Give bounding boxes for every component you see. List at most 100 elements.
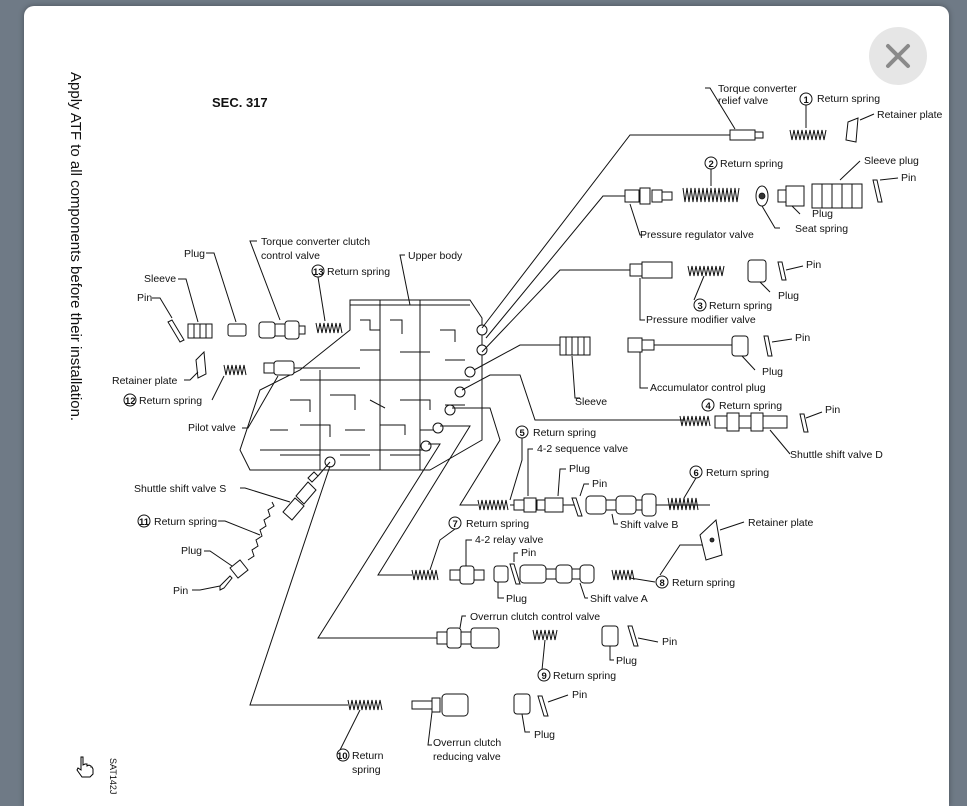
- return-spring-2-part: [682, 187, 740, 203]
- pressure-modifier-valve-label: Pressure modifier valve: [646, 314, 756, 326]
- seat-spring-part: [755, 185, 769, 207]
- return-spring-7-part: [411, 569, 439, 581]
- sleeve-left-label: Sleeve: [144, 273, 176, 285]
- return-spring-10-label: spring: [352, 764, 381, 776]
- return-spring-1-label: Return spring: [817, 93, 880, 105]
- return-spring-9-part: [532, 629, 558, 641]
- retainer-plate-left-part: [195, 350, 207, 379]
- torque-converter-clutch-control-valve-label: Torque converter clutch: [261, 236, 370, 248]
- retainer-plate-left-label: Retainer plate: [112, 375, 178, 387]
- return-spring-13-part: [315, 322, 343, 334]
- return-spring-3-label: Return spring: [709, 300, 772, 312]
- pin-occ-part: [627, 625, 639, 647]
- pin-occ-label: Pin: [662, 636, 677, 648]
- return-spring-12-label: Return spring: [139, 395, 202, 407]
- torque-converter-clutch-control-valve-label: control valve: [261, 250, 320, 262]
- pin-pmv-label: Pin: [806, 259, 821, 271]
- return-spring-3-part: [687, 265, 725, 277]
- plug-pmv-label: Plug: [778, 290, 799, 302]
- shuttle-shift-valve-s-part: [282, 471, 319, 521]
- plug-bottom-left-label: Plug: [181, 545, 202, 557]
- return-spring-6-label: Return spring: [706, 467, 769, 479]
- return-spring-11-part: [247, 501, 275, 561]
- return-spring-10-label: Return: [352, 750, 384, 762]
- pressure-modifier-valve-part: [629, 261, 673, 279]
- plug-top-part: [777, 185, 805, 207]
- sleeve-mid-part: [559, 336, 591, 356]
- shuttle-shift-valve-s-label: Shuttle shift valve S: [134, 483, 226, 495]
- pin-ocr-label: Pin: [572, 689, 587, 701]
- return-spring-5-label: Return spring: [533, 427, 596, 439]
- callout-number-10: 10: [337, 751, 348, 762]
- pin-bottom-left-part: [219, 575, 233, 591]
- callout-number-5: 5: [520, 428, 526, 439]
- four-two-relay-valve-label: 4-2 relay valve: [475, 534, 543, 546]
- callout-number-7: 7: [453, 519, 458, 530]
- overrun-clutch-reducing-valve-part: [411, 693, 469, 717]
- overrun-clutch-reducing-valve-label: reducing valve: [433, 751, 501, 763]
- close-button[interactable]: [869, 27, 927, 85]
- plug-acp-part: [731, 335, 749, 357]
- pin-seq-label: Pin: [592, 478, 607, 490]
- return-spring-10-part: [347, 699, 383, 711]
- pressure-regulator-valve-label: Pressure regulator valve: [640, 229, 754, 241]
- torque-converter-clutch-control-valve-part: [258, 320, 306, 340]
- return-spring-11-label: Return spring: [154, 516, 217, 528]
- pin-ssd-part: [799, 413, 809, 433]
- torque-converter-relief-valve-label: relief valve: [718, 95, 768, 107]
- plug-ocr-part: [513, 693, 531, 715]
- callout-number-8: 8: [660, 578, 665, 589]
- callout-number-1: 1: [804, 95, 810, 106]
- pin-seq-part: [571, 497, 583, 517]
- pin-bottom-left-label: Pin: [173, 585, 188, 597]
- plug-bottom-left-part: [229, 559, 249, 579]
- four-two-relay-valve-part: [449, 565, 485, 585]
- pin-relay-part: [509, 563, 521, 585]
- shuttle-shift-valve-d-label: Shuttle shift valve D: [790, 449, 883, 461]
- plug-seq-label: Plug: [569, 463, 590, 475]
- figure-code: SAT142J: [108, 758, 118, 795]
- retainer-plate-top-part: [845, 117, 859, 143]
- return-spring-2-label: Return spring: [720, 158, 783, 170]
- return-spring-12-part: [223, 364, 247, 376]
- retainer-plate-top-label: Retainer plate: [877, 109, 943, 121]
- seat-spring-label: Seat spring: [795, 223, 848, 235]
- return-spring-9-label: Return spring: [553, 670, 616, 682]
- callout-number-2: 2: [709, 159, 714, 170]
- callout-number-13: 13: [313, 267, 324, 278]
- plug-occ-part: [601, 625, 619, 647]
- return-spring-8-label: Return spring: [672, 577, 735, 589]
- pin-acp-label: Pin: [795, 332, 810, 344]
- return-spring-5-part: [477, 499, 509, 511]
- retainer-plate-mid-label: Retainer plate: [748, 517, 814, 529]
- valve-body-exploded-diagram: SEC. 317 Torque converter relief valve: [112, 83, 943, 776]
- pilot-valve-label: Pilot valve: [188, 422, 236, 434]
- callout-number-9: 9: [542, 671, 547, 682]
- return-spring-13-label: Return spring: [327, 266, 390, 278]
- plug-left-part: [227, 323, 247, 337]
- return-spring-4-part: [679, 415, 711, 427]
- shift-valve-a-label: Shift valve A: [590, 593, 648, 605]
- callout-number-6: 6: [694, 468, 699, 479]
- callout-number-11: 11: [139, 517, 150, 528]
- sleeve-left-part: [187, 323, 213, 339]
- shift-valve-b-label: Shift valve B: [620, 519, 678, 531]
- return-spring-1-part: [789, 129, 827, 141]
- upper-body-label: Upper body: [408, 250, 463, 262]
- pilot-valve-part: [263, 360, 295, 376]
- image-lightbox: Apply ATF to all components before their…: [24, 6, 949, 806]
- return-spring-6-part: [667, 497, 699, 511]
- return-spring-7-label: Return spring: [466, 518, 529, 530]
- torque-converter-relief-valve-part: [729, 129, 764, 141]
- callout-number-3: 3: [698, 301, 703, 312]
- overrun-clutch-control-valve-label: Overrun clutch control valve: [470, 611, 600, 623]
- plug-relay-part: [493, 565, 509, 583]
- plug-relay-label: Plug: [506, 593, 527, 605]
- sleeve-plug-label: Sleeve plug: [864, 155, 919, 167]
- hand-pointer-icon: [76, 756, 94, 778]
- accumulator-control-plug-label: Accumulator control plug: [650, 382, 766, 394]
- pin-left-label: Pin: [137, 292, 152, 304]
- return-spring-4-label: Return spring: [719, 400, 782, 412]
- four-two-sequence-valve-part: [513, 497, 564, 513]
- pin-relay-label: Pin: [521, 547, 536, 559]
